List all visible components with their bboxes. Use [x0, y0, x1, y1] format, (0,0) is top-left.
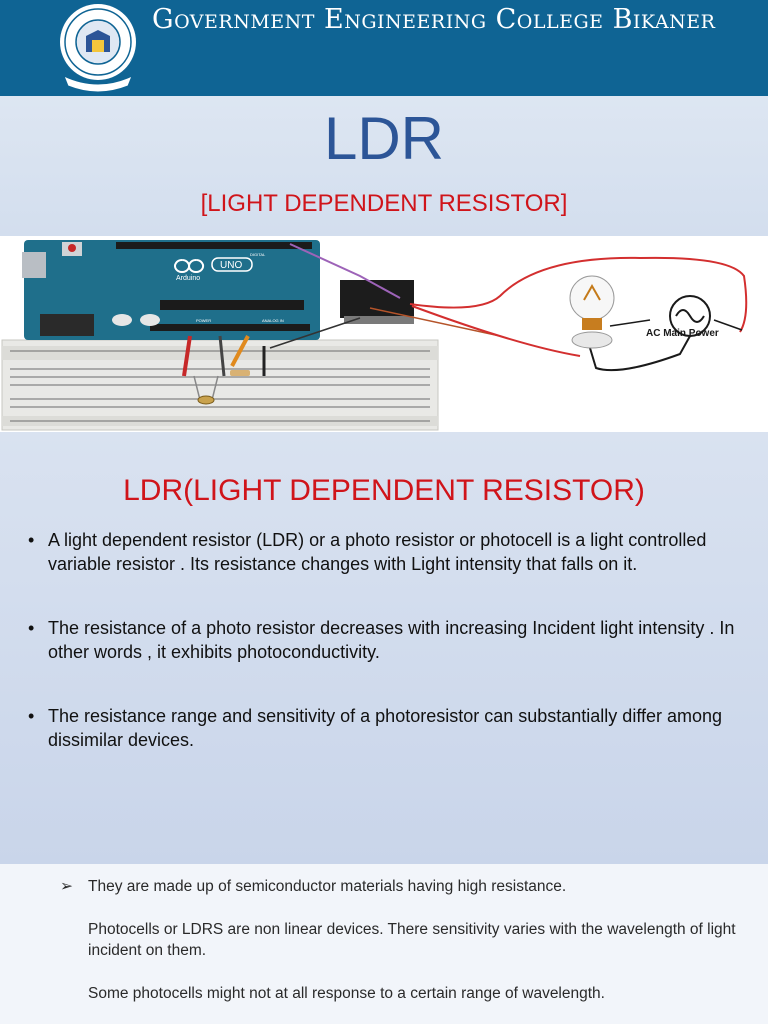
college-logo-icon: [60, 4, 136, 93]
notes-slide: [0, 864, 768, 1024]
note-paragraph: Some photocells might not at all respons…: [88, 985, 605, 1002]
note-paragraph: Photocells or LDRS are non linear device…: [88, 921, 736, 959]
analog-label: ANALOG IN: [262, 318, 284, 323]
bullet-item: The resistance of a photo resistor decre…: [28, 616, 758, 664]
bullet-item: A light dependent resistor (LDR) or a ph…: [28, 528, 758, 576]
arrow-bullet-icon: ➢: [60, 878, 73, 895]
ldr-component: [193, 370, 250, 405]
bullet-list: A light dependent resistor (LDR) or a ph…: [28, 528, 758, 752]
arduino-board: UNO Arduino DIGITAL ANALOG IN POWER: [22, 240, 320, 340]
notes-block: ➢ They are made up of semiconductor mate…: [60, 876, 740, 1004]
relay-module: [340, 280, 414, 324]
section-title: LDR(LIGHT DEPENDENT RESISTOR): [123, 474, 645, 507]
breadboard: [1, 339, 439, 431]
ac-source-icon: [669, 295, 711, 337]
title-slide: [0, 96, 768, 236]
uno-label: UNO: [220, 260, 242, 271]
ac-main-power-label: AC Main Power: [646, 328, 719, 339]
power-label: POWER: [196, 318, 211, 323]
header-bar: Government Engineering College Bikaner: [0, 0, 768, 96]
bullet-item: The resistance range and sensitivity of …: [28, 704, 758, 752]
slide-title: LDR: [323, 105, 445, 172]
slide-subtitle: [LIGHT DEPENDENT RESISTOR]: [200, 190, 568, 217]
arduino-label: Arduino: [176, 275, 200, 282]
college-name: Government Engineering College Bikaner: [152, 4, 716, 35]
bulb-icon: [569, 275, 615, 349]
note-paragraph: They are made up of semiconductor materi…: [88, 878, 567, 895]
circuit-diagram: UNO Arduino DIGITAL ANALOG IN POWER: [0, 236, 768, 432]
digital-label: DIGITAL: [250, 252, 266, 257]
